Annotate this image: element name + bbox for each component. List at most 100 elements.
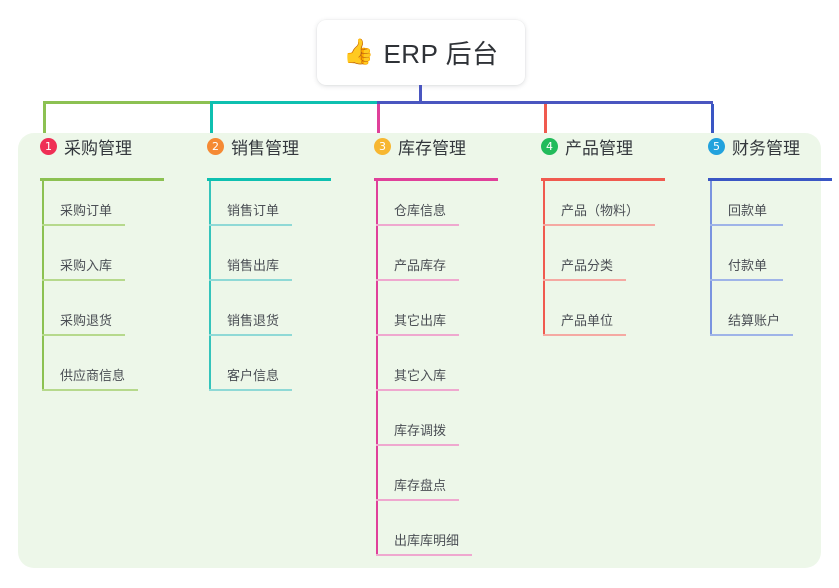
connector-hbar-segment-1 [43,101,210,104]
root-node[interactable]: 👍 ERP 后台 [317,20,525,85]
category-header-2[interactable]: 2 销售管理 [185,133,299,159]
menu-item-label: 出库库明细 [394,533,460,548]
menu-item[interactable]: 仓库信息 [376,201,472,226]
menu-item[interactable]: 采购订单 [42,201,138,226]
menu-item-label: 销售订单 [227,203,280,218]
menu-item-label: 产品分类 [561,258,614,273]
menu-item-underline [209,279,292,281]
menu-item-label: 采购入库 [60,258,113,273]
connector-drop-2 [210,104,213,136]
menu-item[interactable]: 回款单 [710,201,806,226]
category-trunk-line [376,181,378,554]
category-header-3[interactable]: 3 库存管理 [352,133,466,159]
menu-item[interactable]: 采购入库 [42,256,138,281]
menu-item[interactable]: 出库库明细 [376,531,472,556]
menu-item[interactable]: 库存调拨 [376,421,472,446]
menu-item-label: 产品（物料） [561,203,640,218]
menu-item-label: 销售退货 [227,313,280,328]
menu-item[interactable]: 产品库存 [376,256,472,281]
connector-hbar-segment-2 [210,101,377,104]
root-title: ERP 后台 [383,39,499,69]
category-title: 销售管理 [231,138,299,158]
menu-item-underline [376,279,459,281]
category-title: 采购管理 [64,138,132,158]
menu-item-underline [42,224,125,226]
category-number-badge: 2 [207,137,224,155]
category-underline [708,178,832,181]
connector-drop-1 [43,104,46,136]
connector-hbar-segment-3 [377,101,713,104]
menu-item-underline [376,224,459,226]
menu-item[interactable]: 产品（物料） [543,201,655,226]
category-column-4: 4 产品管理产品（物料） 产品分类产品单位 [519,133,665,336]
category-column-1: 1 采购管理采购订单采购入库采购退货供应商信息 [18,133,164,391]
connector-drop-3 [377,104,380,136]
category-trunk-line [710,181,712,334]
category-column-2: 2 销售管理销售订单销售出库销售退货客户信息 [185,133,331,391]
menu-item-underline [710,334,793,336]
category-header-1[interactable]: 1 采购管理 [18,133,132,159]
category-trunk-line [209,181,211,389]
menu-item-underline [42,334,125,336]
menu-item-label: 其它出库 [394,313,447,328]
category-underline [40,178,164,181]
menu-item[interactable]: 结算账户 [710,311,806,336]
menu-item[interactable]: 其它出库 [376,311,472,336]
menu-item-underline [543,279,626,281]
category-underline [207,178,331,181]
menu-item-label: 产品单位 [561,313,614,328]
menu-item-label: 其它入库 [394,368,447,383]
menu-item[interactable]: 销售出库 [209,256,305,281]
menu-item-underline [376,499,459,501]
menu-item[interactable]: 销售退货 [209,311,305,336]
menu-item-label: 销售出库 [227,258,280,273]
menu-item[interactable]: 付款单 [710,256,806,281]
menu-item-label: 采购订单 [60,203,113,218]
category-title: 库存管理 [398,138,466,158]
category-number-badge: 3 [374,137,391,155]
menu-item-underline [42,389,138,391]
category-underline [541,178,665,181]
menu-item-underline [209,389,292,391]
category-underline [374,178,498,181]
menu-item-label: 仓库信息 [394,203,447,218]
thumbs-up-icon: 👍 [343,38,375,66]
menu-item-underline [42,279,125,281]
category-trunk-line [543,181,545,334]
category-number-badge: 5 [708,137,725,155]
menu-item-label: 结算账户 [728,313,781,328]
menu-item-underline [209,224,292,226]
categories-panel: 1 采购管理采购订单采购入库采购退货供应商信息 2 销售管理销售订单销售出库销售退货客… [18,133,832,568]
category-column-5: 5 财务管理回款单付款单结算账户 [686,133,832,336]
menu-item-underline [376,334,459,336]
menu-item[interactable]: 产品分类 [543,256,639,281]
menu-item-underline [376,444,459,446]
menu-item[interactable]: 其它入库 [376,366,472,391]
menu-item[interactable]: 销售订单 [209,201,305,226]
menu-item-label: 回款单 [728,203,768,218]
menu-item-underline [376,389,459,391]
menu-item-underline [543,334,626,336]
category-header-4[interactable]: 4 产品管理 [519,133,633,159]
category-title: 产品管理 [565,138,633,158]
category-header-5[interactable]: 5 财务管理 [686,133,800,159]
menu-item-label: 采购退货 [60,313,113,328]
menu-item-label: 库存盘点 [394,478,447,493]
menu-item[interactable]: 供应商信息 [42,366,138,391]
category-number-badge: 4 [541,137,558,155]
menu-item[interactable]: 库存盘点 [376,476,472,501]
connector-drop-5 [711,104,714,136]
menu-item-underline [209,334,292,336]
category-number-badge: 1 [40,137,57,155]
menu-item-underline [543,224,655,226]
menu-item[interactable]: 采购退货 [42,311,138,336]
menu-item[interactable]: 产品单位 [543,311,639,336]
menu-item-label: 产品库存 [394,258,447,273]
category-title: 财务管理 [732,138,800,158]
menu-item-label: 库存调拨 [394,423,447,438]
category-trunk-line [42,181,44,389]
menu-item[interactable]: 客户信息 [209,366,305,391]
menu-item-label: 客户信息 [227,368,280,383]
root-stem-line [419,85,422,103]
